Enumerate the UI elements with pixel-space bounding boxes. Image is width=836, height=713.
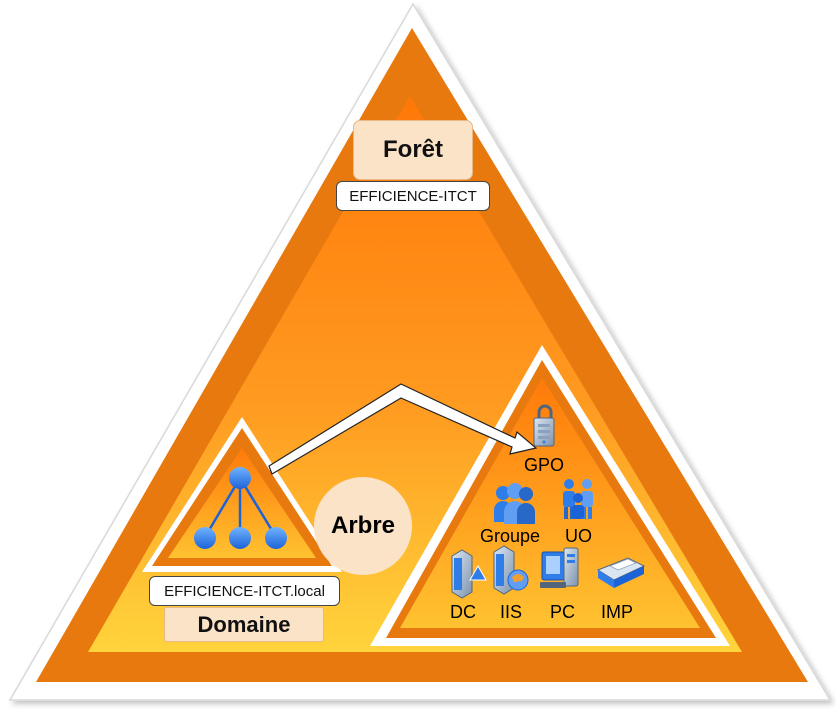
lock-server-icon — [533, 404, 555, 447]
domain-title-box: Domaine — [164, 607, 324, 642]
forest-title-box: Forêt — [353, 120, 473, 180]
tree-label: Arbre — [330, 512, 396, 539]
imp-label: IMP — [601, 602, 634, 622]
pc-label: PC — [550, 602, 576, 622]
domain-controller-icon — [451, 549, 487, 599]
workstation-icon — [540, 547, 579, 588]
domain-title: Domaine — [197, 611, 291, 637]
printer-icon — [596, 557, 646, 588]
forest-name-box: EFFICIENCE-ITCT — [336, 181, 490, 211]
arrow-icon — [268, 383, 538, 475]
domain-name: EFFICIENCE-ITCT.local — [164, 582, 325, 600]
hierarchy-icon — [194, 467, 287, 549]
forest-name: EFFICIENCE-ITCT — [349, 187, 477, 205]
uo-label: UO — [565, 526, 592, 546]
group-label: Groupe — [480, 526, 541, 546]
domain-name-box: EFFICIENCE-ITCT.local — [149, 576, 340, 606]
forest-title: Forêt — [383, 136, 443, 163]
gpo-label: GPO — [524, 455, 565, 475]
org-unit-icon — [563, 479, 593, 519]
tree-circle — [314, 477, 412, 575]
web-server-icon — [493, 545, 529, 595]
iis-label: IIS — [500, 602, 523, 622]
dc-label: DC — [450, 602, 476, 622]
group-icon — [494, 483, 535, 524]
